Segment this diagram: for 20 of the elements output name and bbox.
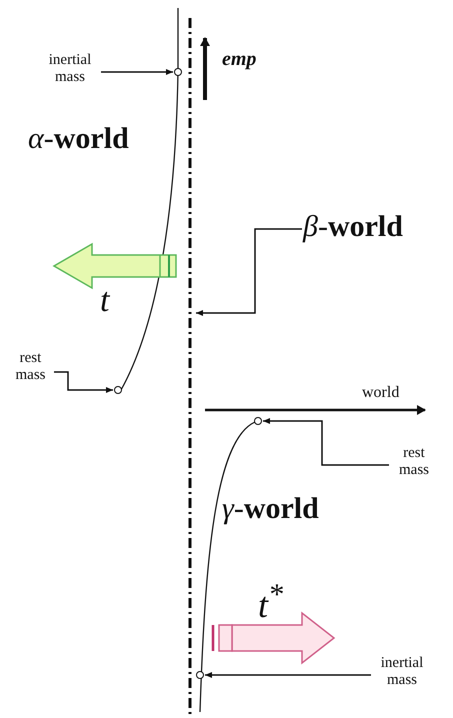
callout-text: rest mass — [8, 350, 53, 390]
arrow-label: emp — [222, 48, 256, 70]
point-marker — [174, 68, 182, 76]
leader-line — [101, 69, 173, 75]
arrow-label: t$^{*}$ — [258, 578, 284, 626]
leader-line — [205, 672, 371, 678]
arrow-label: t — [100, 282, 110, 320]
callout-text: rest mass — [390, 445, 438, 485]
leader-line — [196, 228, 302, 316]
axis-label: world — [362, 384, 400, 402]
callout-text: inertial mass — [40, 52, 100, 92]
region-label: α-world — [28, 122, 129, 155]
point-marker — [254, 417, 262, 425]
point-marker — [114, 386, 122, 394]
point-marker — [196, 671, 204, 679]
region-label: γ-world — [222, 492, 319, 525]
leader-line — [54, 371, 113, 393]
callout-text: inertial mass — [372, 655, 432, 695]
leader-line — [263, 418, 389, 466]
region-label: β-world — [303, 210, 443, 248]
